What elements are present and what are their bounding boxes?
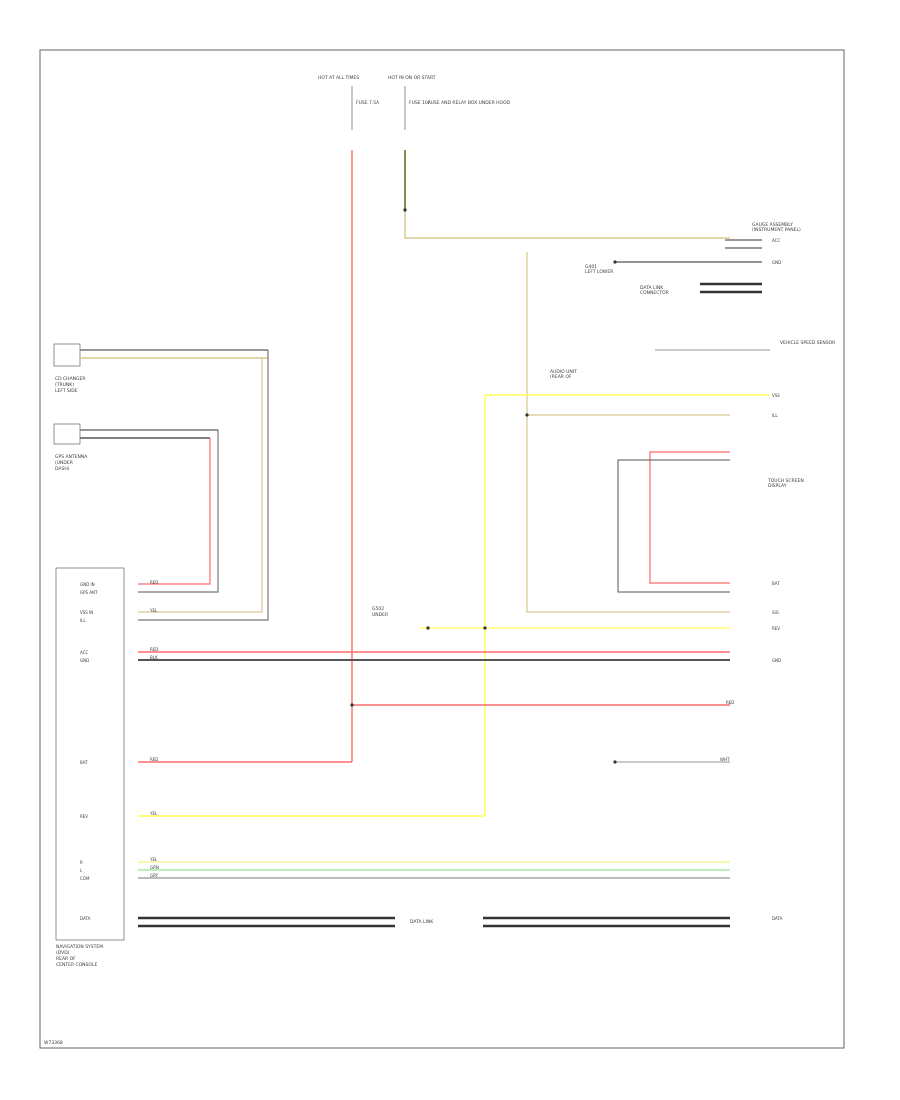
multiplex-label: DATA LINK [640,285,664,291]
svg-text:DATA: DATA [772,916,783,921]
multiplex-sub: CONNECTOR [640,290,669,296]
svg-text:GND: GND [80,658,89,663]
cd-changer-box [53,343,81,367]
gps-title: GPS ANTENNA [55,454,88,460]
fuse-left-top: HOT AT ALL TIMES [318,75,359,81]
gps-sub1: (UNDER [55,460,73,466]
svg-text:RED: RED [150,647,158,652]
svg-text:YEL: YEL [149,811,158,816]
wire-ts-gray [617,459,730,593]
svg-text:GRN: GRN [150,865,159,870]
gauge-block: GAUGE ASSEMBLY (INSTRUMENT PANEL) [615,222,801,294]
wire-cd-down [138,350,269,621]
wire-ill [138,394,770,817]
nav-sub3: CENTER CONSOLE [56,962,97,968]
multiplex-mid: DATA LINK [410,919,434,925]
svg-text:BAT: BAT [772,581,780,586]
ground-sub: LEFT LOWER [585,269,613,275]
fuse-left-label: FUSE 7.5A [356,100,380,106]
wire-gps-down [138,438,211,585]
wire-acc [404,150,730,239]
svg-text:GND IN: GND IN [80,582,95,587]
wire-cd-down2 [138,358,263,613]
wire-acc-right [526,252,730,613]
nav-title: NAVIGATION SYSTEM [56,944,103,950]
gauge-sub: (INSTRUMENT PANEL) [752,227,801,233]
wire-tags: RED YEL RED BLK RED YEL YEL GRN GRY RED … [149,580,734,878]
ground-label: G401 [585,264,597,270]
touch-sub: DISPLAY [768,483,787,489]
cd-title: CD CHANGER [55,376,85,382]
svg-text:ILL: ILL [772,413,778,418]
svg-text:GND: GND [772,658,781,663]
svg-text:L: L [80,868,83,873]
svg-text:R: R [80,860,83,865]
fuse-left: HOT AT ALL TIMES FUSE 7.5A [318,75,380,130]
svg-text:GND: GND [772,260,781,265]
svg-text:REV: REV [772,626,780,631]
svg-text:ILL: ILL [80,618,86,623]
nav-unit-box [55,567,125,941]
svg-text:VSS: VSS [772,393,780,398]
svg-text:YEL: YEL [149,608,158,613]
svg-text:GRY: GRY [150,873,159,878]
audio-sub: (REAR OF [550,374,572,380]
svg-text:ACC: ACC [772,238,780,243]
fuse-right-note: FUSE AND RELAY BOX UNDER HOOD [428,100,511,106]
touch-title: TOUCH SCREEN [767,478,804,484]
ground2-title: G502 [372,606,384,612]
svg-text:REV: REV [80,814,88,819]
fuse-right: HOT IN ON OR START FUSE 10A FUSE AND REL… [388,75,511,130]
svg-text:RED: RED [150,580,158,585]
diagram-frame [39,49,845,1049]
fuse-right-top: HOT IN ON OR START [388,75,436,81]
junctions [350,208,617,764]
svg-text:DATA: DATA [80,916,91,921]
svg-text:RED: RED [726,700,734,705]
svg-text:RED: RED [150,757,158,762]
left-pins: GND IN GPS ANT VSS IN ILL ACC GND BAT RE… [80,582,98,921]
right-pins: ACC GND VSS ILL BAT SIG REV GND DATA [772,238,783,921]
wire-ts-red [649,451,730,584]
cd-sub1: (TRUNK) [55,382,74,388]
wire-gps-down2 [138,430,219,593]
ground2-sub: UNDER [372,612,388,618]
doc-id: W73368 [44,1040,63,1046]
svg-text:COM: COM [80,876,90,881]
svg-text:BAT: BAT [80,760,88,765]
fuse-right-label: FUSE 10A [409,100,432,106]
svg-text:VSS IN: VSS IN [80,610,93,615]
nav-sub1: (DVD) [56,950,70,956]
speed-sensor: VEHICLE SPEED SENSOR [780,340,835,346]
nav-sub2: REAR OF [56,956,76,962]
gauge-title: GAUGE ASSEMBLY [752,222,793,228]
svg-text:WHT: WHT [720,757,730,762]
gps-antenna-box [53,423,81,445]
cd-sub2: LEFT SIDE [55,388,78,394]
gps-sub2: DASH) [55,466,70,472]
svg-text:BLK: BLK [150,655,158,660]
svg-text:ACC: ACC [80,650,88,655]
svg-text:GPS ANT: GPS ANT [80,590,98,595]
svg-text:YEL: YEL [149,857,158,862]
audio-label: AUDIO UNIT [550,369,577,375]
svg-text:SIG: SIG [772,610,779,615]
